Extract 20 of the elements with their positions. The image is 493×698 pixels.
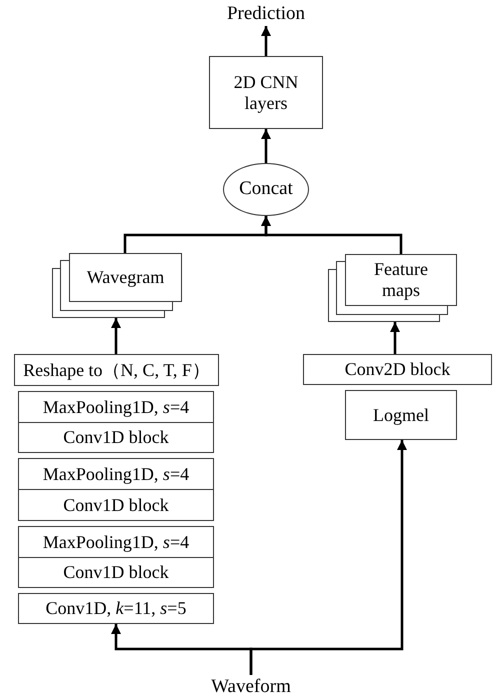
layer-box: Reshape to（N, C, T, F） [14, 354, 219, 386]
layer-box: Conv1D block [18, 557, 214, 588]
layer-box: Conv1D, k=11, s=5 [18, 593, 214, 624]
layer-box: Logmel [345, 390, 457, 440]
arrow [111, 318, 121, 354]
layer-box: Conv2D block [303, 354, 492, 385]
io-label: Waveform [196, 675, 306, 697]
layer-box: Conv1D block [18, 422, 214, 453]
layer-box: Conv1D block [18, 489, 214, 521]
layer-box: MaxPooling1D, s=4 [18, 526, 214, 558]
arrow [250, 440, 407, 675]
layer-box: MaxPooling1D, s=4 [18, 391, 214, 423]
layer-box: 2D CNN layers [209, 56, 323, 129]
concat-ellipse: Concat [223, 163, 309, 216]
arrow [261, 216, 402, 254]
io-label: Prediction [216, 0, 316, 26]
arrow [261, 129, 271, 163]
arrow [390, 322, 400, 354]
layer-box: MaxPooling1D, s=4 [18, 458, 214, 490]
arrow [261, 26, 271, 56]
